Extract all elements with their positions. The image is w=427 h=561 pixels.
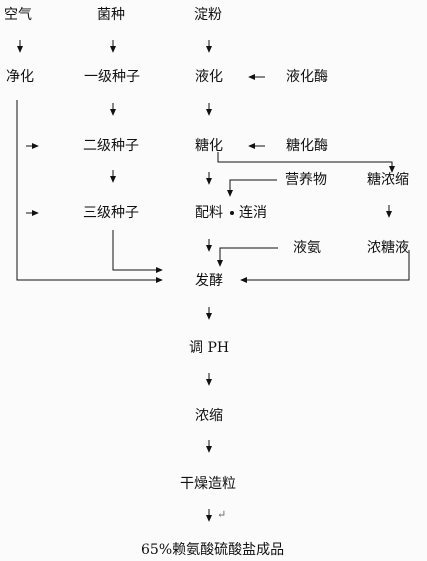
node-saccharify: 糖化 <box>195 138 223 154</box>
node-seed3: 三级种子 <box>83 205 139 221</box>
node-strain: 菌种 <box>97 7 125 23</box>
arrow-ammonia-ferment <box>216 247 278 267</box>
arrow-concsugar-ferment <box>240 250 410 284</box>
node-conc-sugar: 浓糖液 <box>367 240 409 256</box>
node-seed2: 二级种子 <box>83 138 139 154</box>
node-cont-sterilize: 连消 <box>239 205 267 221</box>
node-product: 65%赖氨酸硫酸盐成品 <box>141 542 285 558</box>
node-nutrient: 营养物 <box>285 172 327 188</box>
node-dry-granulate: 干燥造粒 <box>180 476 236 492</box>
separator-dot <box>230 211 234 215</box>
node-sugar-concentrate: 糖浓缩 <box>367 172 409 188</box>
node-air: 空气 <box>4 7 32 23</box>
node-seed1: 一级种子 <box>84 69 140 85</box>
return-mark: ↵ <box>217 508 227 521</box>
node-saccharify-enzyme: 糖化酶 <box>286 138 328 154</box>
node-ammonia: 液氨 <box>293 240 321 256</box>
arrow-saccharify-sugarconc <box>217 152 396 173</box>
node-starch: 淀粉 <box>194 7 222 23</box>
arrow-seed3-ferment <box>112 230 163 274</box>
node-liquefy-enzyme: 液化酶 <box>286 69 328 85</box>
node-ferment: 发酵 <box>195 273 223 289</box>
air-line-to-ferment <box>16 100 163 284</box>
node-liquefy: 液化 <box>195 69 223 85</box>
node-purify: 净化 <box>6 69 34 85</box>
node-adjust-ph: 调 PH <box>189 340 230 356</box>
node-concentrate: 浓缩 <box>195 408 223 424</box>
node-batching: 配料 <box>195 205 223 221</box>
arrow-nutrient-batching <box>226 179 277 197</box>
